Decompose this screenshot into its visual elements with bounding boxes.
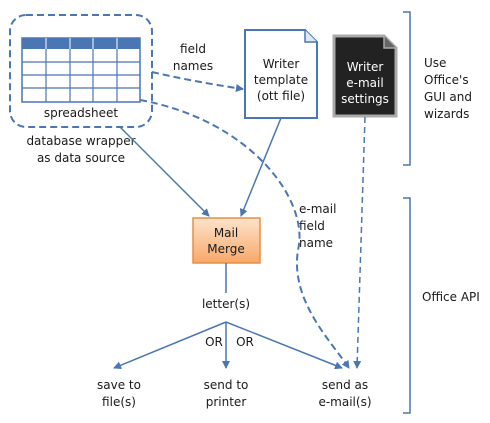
spreadsheet-container — [9, 14, 153, 128]
settings-label-line-3: settings — [341, 92, 389, 106]
template-to-mailmerge-arrow — [239, 117, 282, 217]
settings-to-email-arrow — [353, 116, 366, 369]
output-printer-line-1: send to — [204, 378, 249, 392]
mail-merge-box — [192, 217, 261, 264]
email-field-label-line-3: name — [299, 236, 333, 250]
data-source-caption-line-2: as data source — [37, 151, 125, 165]
document-page-icon — [244, 29, 318, 119]
mail-merge-label-line-1: Mail — [214, 226, 238, 240]
gui-label-line-1: Use — [424, 56, 446, 70]
email-field-label-line-1: e-mail — [299, 202, 336, 216]
or-label-left: OR — [205, 335, 223, 349]
settings-document-icon — [332, 34, 398, 118]
letters-to-email-arrow — [225, 321, 343, 370]
field-names-label-line-2: names — [173, 59, 213, 73]
spreadsheet-to-mailmerge-arrow — [119, 126, 210, 217]
field-names-arrow — [151, 71, 244, 92]
api-bracket — [403, 197, 411, 414]
gui-label-line-2: Office's — [424, 73, 469, 87]
gui-bracket — [403, 11, 411, 166]
template-label-line-1: Writer — [263, 57, 300, 71]
output-file-line-2: file(s) — [102, 395, 136, 409]
output-file-line-1: save to — [97, 378, 141, 392]
mail-merge-label-line-2: Merge — [207, 242, 244, 256]
spreadsheet-grid-icon — [21, 37, 141, 103]
gui-label-line-4: wizards — [424, 107, 469, 121]
letters-label: letter(s) — [202, 297, 250, 311]
or-label-right: OR — [236, 335, 254, 349]
output-email-line-2: e-mail(s) — [318, 395, 371, 409]
template-label-line-2: template — [254, 73, 308, 87]
gui-label-line-3: GUI and — [424, 90, 472, 104]
email-field-name-arrow — [139, 99, 350, 369]
output-printer-line-2: printer — [206, 395, 247, 409]
email-field-label-line-2: field — [299, 219, 325, 233]
settings-label-line-2: e-mail — [346, 76, 383, 90]
api-label: Office API — [422, 290, 480, 304]
letters-to-file-arrow — [113, 321, 227, 370]
field-names-label-line-1: field — [180, 42, 206, 56]
data-source-caption-line-1: database wrapper — [26, 134, 135, 148]
spreadsheet-label: spreadsheet — [44, 106, 119, 120]
output-email-line-1: send as — [322, 378, 368, 392]
settings-label-line-1: Writer — [347, 60, 384, 74]
template-label-line-3: (ott file) — [257, 89, 305, 103]
